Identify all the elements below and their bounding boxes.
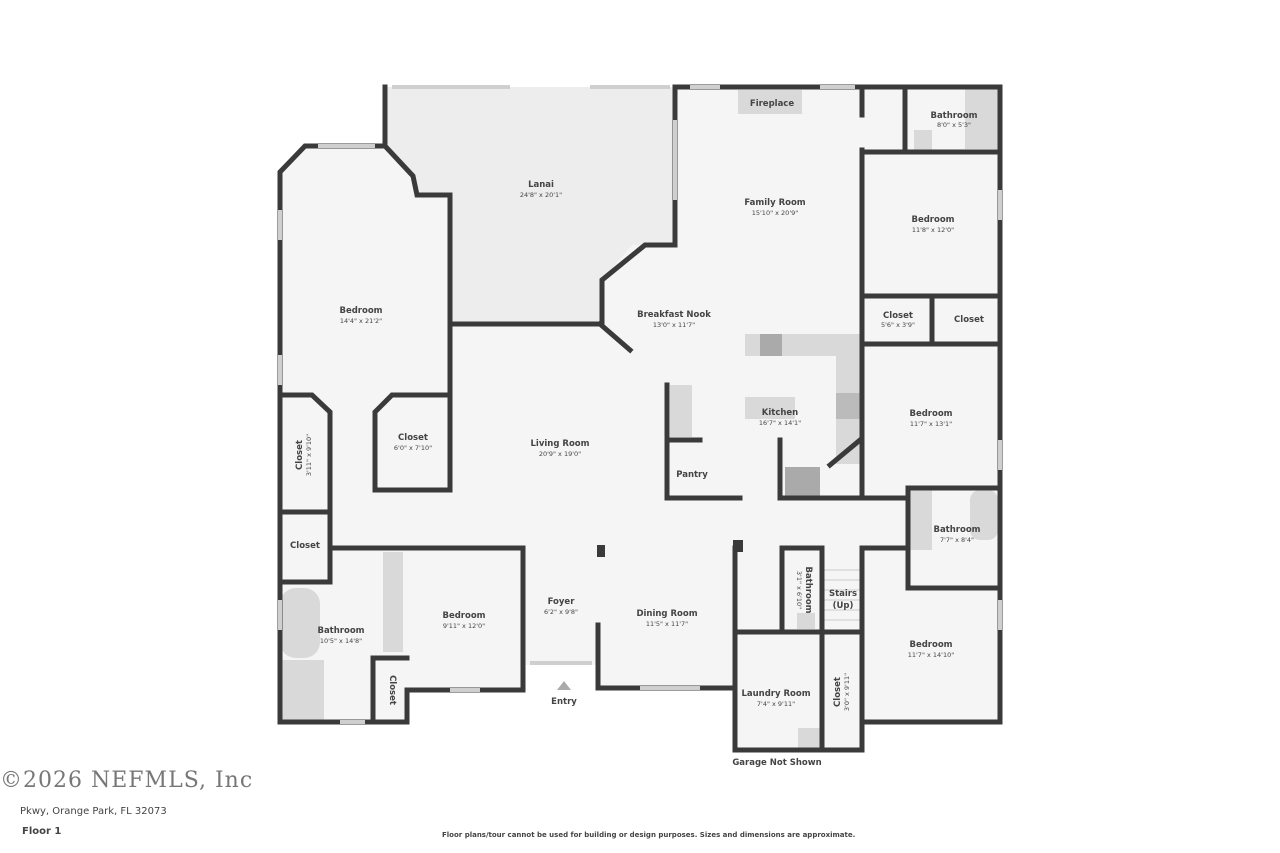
room-dims-bedroom-mid: 9'11" x 12'0" [443,622,485,630]
kitchen-island [745,397,795,419]
room-dims-closet-c: 6'0" x 7'10" [394,444,432,452]
room-dims-bath-small: 3'1" x 6'10" [795,571,803,609]
room-name-bedroom-mid: Bedroom [442,611,485,621]
room-name-living-room: Living Room [531,439,590,449]
room-name-bedroom-ne: Bedroom [911,215,954,225]
dishwasher-icon [760,334,782,356]
fridge-icon [785,467,820,497]
room-dims-bedroom-se: 11'7" x 14'10" [908,651,954,659]
fixtures [280,89,998,748]
room-dims-bedroom-left: 14'4" x 21'2" [340,317,382,325]
sink-top-icon [914,130,932,150]
watermark: ©2026 NEFMLS, Inc [0,768,254,793]
fireplace-hatch [738,90,802,114]
room-dims-closet-g: 3'0" x 9'11" [843,673,851,711]
stove-icon [836,393,860,419]
room-dims-bath-e: 7'7" x 8'4" [940,536,974,544]
room-dims-closet-a: 5'6" x 3'9" [881,321,915,329]
lanai-floor [385,87,675,324]
room-name-family-room: Family Room [744,198,805,208]
sink-small-icon [797,613,815,629]
entry-label: Entry [551,697,577,707]
room-name-bedroom-left: Bedroom [339,306,382,316]
garage-note: Garage Not Shown [732,758,821,768]
windows [278,85,1002,724]
room-name-closet-b: Closet [954,315,984,325]
room-dims-lanai: 24'8" x 20'1" [520,191,562,199]
room-name-bath-e: Bathroom [933,525,980,535]
room-dims-dining-room: 11'5" x 11'7" [646,620,688,628]
disclaimer: Floor plans/tour cannot be used for buil… [442,831,856,839]
room-name-closet-a: Closet [883,311,913,321]
room-sub-stairs: (Up) [833,601,854,611]
room-name-bedroom-se: Bedroom [909,640,952,650]
room-name-kitchen: Kitchen [762,408,798,418]
room-labels: Lanai 24'8" x 20'1" Fireplace Family Roo… [290,99,984,768]
room-name-closet-d: Closet [295,440,305,470]
entry-arrow-icon [557,681,571,690]
room-dims-breakfast-nook: 13'0" x 11'7" [653,321,695,329]
room-name-pantry: Pantry [676,470,708,480]
address: Pkwy, Orange Park, FL 32073 [20,806,167,817]
room-name-bath-left: Bathroom [317,626,364,636]
room-dims-family-room: 15'10" x 20'9" [752,209,798,217]
bathtub-e-icon [970,490,998,540]
room-dims-living-room: 20'9" x 19'0" [539,450,581,458]
room-dims-kitchen: 16'7" x 14'1" [759,419,801,427]
room-name-closet-g: Closet [833,677,843,707]
shower-icon [282,660,324,720]
room-dims-foyer: 6'2" x 9'8" [544,608,578,616]
laundry-sink-icon [798,728,820,748]
room-name-laundry: Laundry Room [741,689,810,699]
room-name-lanai: Lanai [528,180,554,190]
room-name-bedroom-e: Bedroom [909,409,952,419]
room-name-breakfast-nook: Breakfast Nook [637,310,711,320]
room-name-fireplace: Fireplace [750,99,794,109]
room-name-closet-f: Closet [387,675,397,705]
stairs-treads [824,569,860,621]
pantry-counter [670,385,692,437]
room-name-foyer: Foyer [548,597,576,607]
shower-top-icon [965,89,998,149]
room-dims-bedroom-e: 11'7" x 13'1" [910,420,952,428]
floor-label: Floor 1 [22,826,62,837]
room-dims-laundry: 7'4" x 9'11" [757,700,795,708]
room-name-bath-top: Bathroom [930,111,977,121]
room-name-bath-small: Bathroom [803,566,813,613]
room-name-stairs: Stairs [829,589,857,599]
room-dims-bedroom-ne: 11'8" x 12'0" [912,226,954,234]
room-name-closet-c: Closet [398,433,428,443]
room-dims-bath-left: 10'5" x 14'8" [320,637,362,645]
room-name-dining-room: Dining Room [636,609,697,619]
room-dims-closet-d: 3'11" x 9'10" [305,434,313,476]
bathtub-icon [280,588,320,658]
vanity-icon [383,552,403,652]
vanity-e-icon [910,490,932,550]
room-dims-bath-top: 8'0" x 5'3" [937,121,971,129]
room-name-closet-e: Closet [290,541,320,551]
